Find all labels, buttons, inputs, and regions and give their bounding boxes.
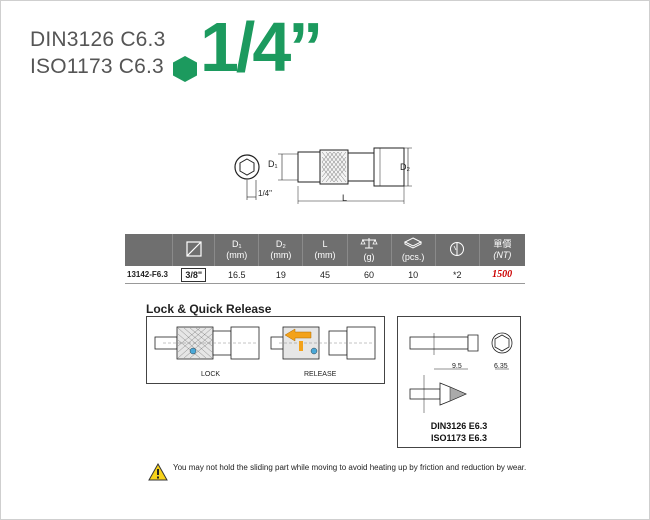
drive-dimension-label: 1/4" bbox=[258, 189, 272, 198]
release-diagram bbox=[270, 326, 376, 360]
square-drive-icon bbox=[186, 240, 202, 257]
spec-table: D₁(mm) D₂(mm) L(mm) (g) (pcs.) 單價(NT) bbox=[125, 234, 525, 284]
warning-text: You may not hold the sliding part while … bbox=[173, 463, 527, 472]
header-pcs: (pcs.) bbox=[391, 234, 436, 266]
cell-weight: 60 bbox=[347, 266, 392, 284]
table-row: 13142-F6.3 3/8" 16.5 19 45 60 10 *2 1500 bbox=[125, 266, 525, 284]
cell-l: 45 bbox=[302, 266, 347, 284]
release-caption: RELEASE bbox=[304, 371, 337, 378]
drive-size-box: 3/8" bbox=[181, 267, 207, 282]
lock-diagram bbox=[154, 326, 260, 360]
bit-standard-din: DIN3126 E6.3 bbox=[430, 421, 488, 431]
cell-d2: 19 bbox=[258, 266, 303, 284]
header-weight: (g) bbox=[347, 234, 392, 266]
header-price: 單價(NT) bbox=[479, 234, 525, 266]
box-icon bbox=[403, 237, 423, 249]
adapter-drawing bbox=[234, 147, 412, 204]
header-d2: D₂(mm) bbox=[258, 234, 304, 266]
cell-part-number: 13142-F6.3 bbox=[125, 266, 173, 284]
arrow-left-icon bbox=[284, 328, 312, 342]
lock-release-panel: LOCK RELEASE bbox=[146, 316, 385, 384]
bit-drawing bbox=[409, 332, 513, 413]
standard-iso: ISO1173 C6.3 bbox=[30, 55, 164, 78]
header-drive bbox=[172, 234, 216, 266]
bit-icon bbox=[450, 241, 465, 256]
header-bit bbox=[435, 234, 480, 266]
hexagon-icon bbox=[173, 56, 197, 82]
header-part bbox=[125, 234, 174, 266]
bit-spec-panel: 9.5 6.35 DIN3126 E6.3 ISO1173 E6.3 bbox=[397, 316, 521, 448]
scale-icon bbox=[360, 238, 378, 249]
lock-release-title: Lock & Quick Release bbox=[146, 302, 272, 316]
end-view bbox=[234, 154, 260, 200]
length-label: L bbox=[342, 193, 348, 203]
bit-dim-a: 9.5 bbox=[452, 363, 462, 370]
d2-label: D₂ bbox=[400, 162, 410, 172]
cell-pcs: 10 bbox=[391, 266, 436, 284]
d1-label: D₁ bbox=[268, 159, 278, 169]
lock-caption: LOCK bbox=[201, 371, 221, 378]
cell-d1: 16.5 bbox=[214, 266, 259, 284]
header-l: L(mm) bbox=[302, 234, 348, 266]
cell-drive: 3/8" bbox=[172, 266, 215, 284]
header-d1: D₁(mm) bbox=[214, 234, 260, 266]
standard-din: DIN3126 C6.3 bbox=[30, 28, 166, 51]
table-header-row: D₁(mm) D₂(mm) L(mm) (g) (pcs.) 單價(NT) bbox=[125, 234, 525, 266]
warning-icon bbox=[148, 462, 168, 481]
bit-dim-b: 6.35 bbox=[494, 363, 508, 370]
cell-bit: *2 bbox=[435, 266, 480, 284]
cell-price: 1500 bbox=[479, 266, 525, 284]
bit-standard-iso: ISO1173 E6.3 bbox=[430, 433, 488, 443]
drive-size-title: 1/4” bbox=[200, 8, 323, 86]
